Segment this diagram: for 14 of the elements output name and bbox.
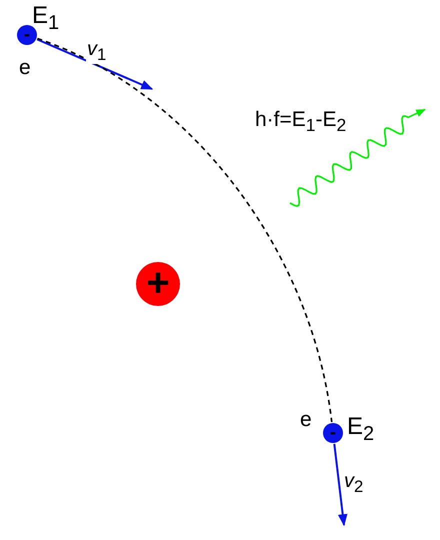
velocity-arrow	[36, 38, 154, 90]
electron-circle	[323, 423, 343, 443]
charge-sign: -	[24, 25, 30, 43]
electron-circle	[17, 25, 37, 45]
energy-label: E$_{1}$	[32, 3, 60, 34]
trajectory-line	[37, 38, 333, 422]
nucleus-circle	[136, 262, 180, 306]
particle-label: e	[19, 56, 31, 80]
velocity-arrow	[333, 444, 348, 526]
charge-sign: -	[330, 423, 336, 441]
formula-label: h·f=E$_{1}$-E$_{2}$	[255, 108, 346, 136]
particle-label: e	[300, 408, 312, 432]
charge-sign: +	[146, 262, 170, 302]
energy-label: E$_{2}$	[347, 414, 374, 445]
